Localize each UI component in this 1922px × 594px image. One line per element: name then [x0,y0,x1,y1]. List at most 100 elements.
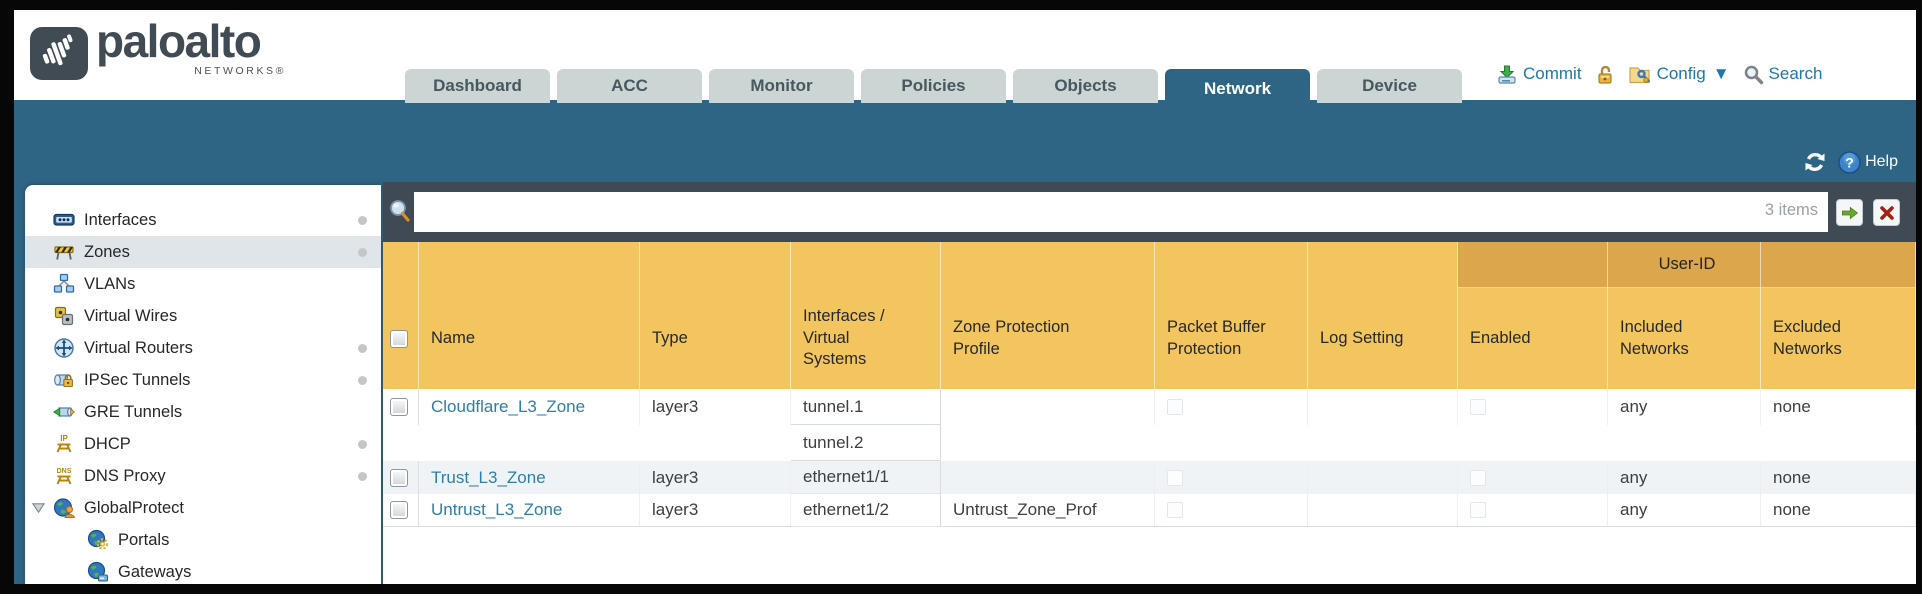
collapse-triangle-icon[interactable] [31,500,46,515]
svg-text:IP: IP [60,434,68,443]
table-body: Cloudflare_L3_Zone layer3 tunnel.1 tunne… [383,389,1916,584]
column-header-log-setting[interactable]: Log Setting [1308,242,1458,389]
help-label: Help [1865,153,1898,170]
tab-objects[interactable]: Objects [1013,69,1158,103]
tab-acc[interactable]: ACC [557,69,702,103]
gre-tunnels-icon [53,407,75,417]
search-button[interactable]: Search [1743,64,1823,85]
interface-entry: ethernet1/2 [791,494,940,527]
status-dot [358,472,367,481]
sidebar-item-label: GlobalProtect [84,498,184,517]
zone-protection-profile: Untrust_Zone_Prof [953,500,1097,519]
sidebar-item-dns-proxy[interactable]: DNS DNS Proxy [25,460,381,492]
help-button[interactable]: ? Help [1838,150,1898,174]
sidebar-item-label: Virtual Wires [84,306,178,325]
filter-search-icon[interactable] [388,199,412,225]
items-count: 3 items [1764,201,1818,219]
commit-icon [1498,65,1516,84]
main-nav-tabs: Dashboard ACC Monitor Policies Objects N… [405,69,1462,108]
sidebar-item-globalprotect[interactable]: GlobalProtect [25,492,381,524]
green-arrow-icon [1841,206,1859,219]
filter-input[interactable] [414,192,1828,232]
included-networks: any [1620,467,1648,487]
commit-label: Commit [1523,64,1582,83]
column-header-packet-buffer-protection[interactable]: Packet Buffer Protection [1155,242,1308,389]
sidebar-item-label: DNS Proxy [84,466,166,485]
excluded-networks: none [1773,467,1811,487]
globalprotect-icon [53,498,75,518]
status-dot [358,216,367,225]
zone-name-link[interactable]: Cloudflare_L3_Zone [431,397,586,416]
included-networks: any [1620,397,1648,416]
user-id-enabled-checkbox [1470,399,1486,415]
packet-buffer-protection-checkbox [1167,399,1183,415]
commit-button[interactable]: Commit [1496,64,1582,85]
portals-icon [87,529,109,550]
table-row[interactable]: Cloudflare_L3_Zone layer3 tunnel.1 tunne… [383,389,1916,461]
paloalto-logo-icon [30,27,88,80]
column-header-type[interactable]: Type [640,242,791,389]
virtual-wires-icon [54,306,74,326]
column-header-zone-protection-profile[interactable]: Zone Protection Profile [941,242,1155,389]
sidebar-item-ipsec-tunnels[interactable]: IPSec Tunnels [25,364,381,396]
gateways-icon [87,561,109,582]
sidebar-item-label: IPSec Tunnels [84,370,191,389]
refresh-icon[interactable] [1802,150,1828,174]
sidebar-item-label: GRE Tunnels [84,402,183,421]
search-label: Search [1768,64,1823,83]
column-header-excluded-networks[interactable]: Excluded Networks [1761,242,1916,389]
sidebar-item-vlans[interactable]: VLANs [25,268,381,300]
interfaces-cell: tunnel.1 tunnel.2 [791,389,941,461]
config-dropdown[interactable]: Config ▼ [1628,64,1730,85]
sidebar-item-gateways[interactable]: Gateways [25,556,381,584]
sidebar-item-virtual-routers[interactable]: Virtual Routers [25,332,381,364]
sidebar-item-label: Interfaces [84,210,157,229]
column-header-name[interactable]: Name [419,242,640,389]
sidebar-item-gre-tunnels[interactable]: GRE Tunnels [25,396,381,428]
clear-filter-button[interactable] [1873,199,1900,226]
sidebar-item-zones[interactable]: Zones [25,236,381,268]
sidebar-item-dhcp[interactable]: IP DHCP [25,428,381,460]
column-header-enabled[interactable]: Enabled [1458,242,1608,389]
dhcp-icon: IP [56,434,72,453]
row-checkbox[interactable] [390,501,408,519]
tab-monitor[interactable]: Monitor [709,69,854,103]
apply-filter-button[interactable] [1836,199,1863,226]
user-id-enabled-checkbox [1470,469,1486,486]
sidebar-item-virtual-wires[interactable]: Virtual Wires [25,300,381,332]
brand-name: paloalto [96,15,262,67]
sidebar-item-label: Virtual Routers [84,338,193,357]
sidebar-item-portals[interactable]: Portals [25,524,381,556]
table-row[interactable]: Trust_L3_Zone layer3 ethernet1/1 any non… [383,461,1916,494]
sidebar-item-label: Zones [84,242,130,261]
tab-policies[interactable]: Policies [861,69,1006,103]
row-checkbox[interactable] [390,398,408,416]
select-all-header-cell [383,242,419,389]
interface-entry: ethernet1/1 [791,461,940,494]
zone-type: layer3 [652,467,699,487]
lock-icon[interactable] [1595,64,1615,85]
teal-band: ? Help [14,100,1916,182]
band-actions: ? Help [1802,150,1898,174]
svg-text:DNS: DNS [57,468,72,475]
tab-device[interactable]: Device [1317,69,1462,103]
column-header-included-networks[interactable]: Included Networks [1608,242,1761,389]
brand-sub: NETWORKS® [194,64,286,77]
filter-field-wrap: 3 items [414,192,1828,232]
zone-name-link[interactable]: Trust_L3_Zone [431,467,546,487]
select-all-checkbox[interactable] [390,329,408,348]
included-networks: any [1620,500,1648,519]
column-group-user-id: User-ID [1458,242,1916,288]
column-header-interfaces[interactable]: Interfaces / Virtual Systems [791,242,941,389]
excluded-networks: none [1773,500,1811,519]
row-checkbox[interactable] [390,468,408,487]
table-row[interactable]: Untrust_L3_Zone layer3 ethernet1/2 Untru… [383,494,1916,527]
tab-dashboard[interactable]: Dashboard [405,69,550,103]
sidebar-item-interfaces[interactable]: Interfaces [25,204,381,236]
column-group-label: User-ID [1658,255,1716,273]
svg-text:?: ? [1845,154,1854,170]
zone-name-link[interactable]: Untrust_L3_Zone [431,500,563,519]
sidebar-item-label: DHCP [84,434,131,453]
tab-network[interactable]: Network [1165,69,1310,108]
